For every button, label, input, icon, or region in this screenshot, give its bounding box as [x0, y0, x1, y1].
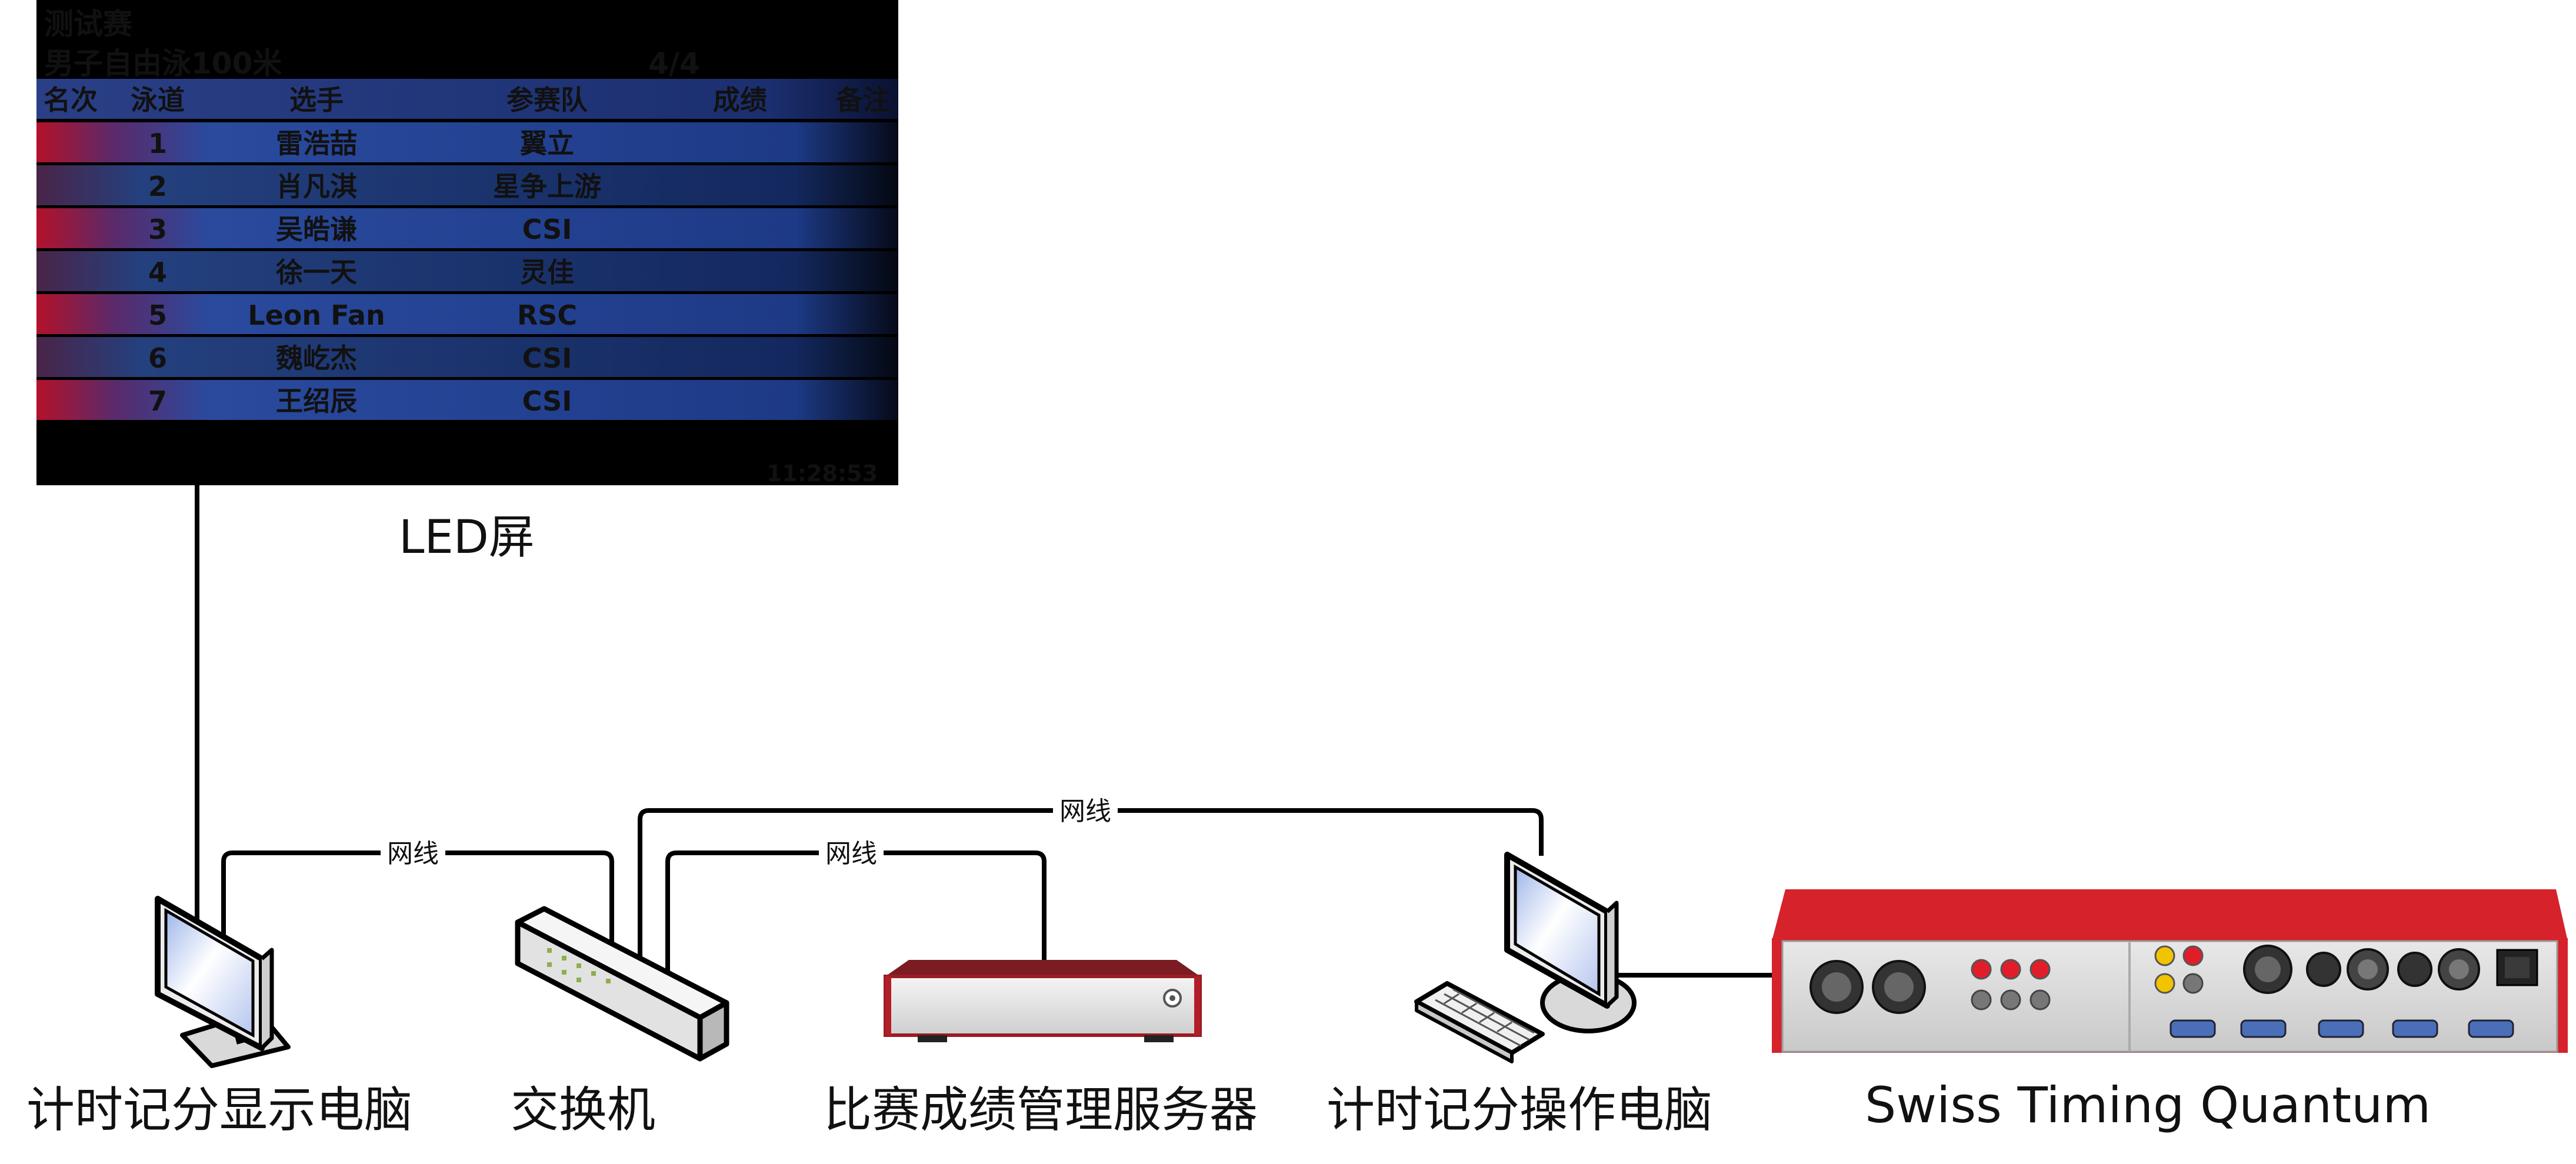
- row-athlete: 王绍辰: [276, 385, 357, 417]
- cable-label-text: 网线: [825, 839, 877, 869]
- header-athlete: 选手: [289, 84, 344, 116]
- display-pc-monitor-icon: [155, 896, 291, 1068]
- table-row: 2 肖凡淇 星争上游: [36, 165, 898, 205]
- row-lane: 1: [148, 128, 167, 159]
- table-row: 4 徐一天 灵佳: [36, 251, 898, 291]
- row-team: RSC: [517, 299, 577, 331]
- cable-label: 网线: [381, 838, 445, 869]
- cable-label: 网线: [1053, 796, 1118, 826]
- led-screen-label: LED屏: [399, 511, 535, 564]
- row-lane: 4: [148, 256, 167, 288]
- row-lane: 6: [148, 342, 167, 374]
- row-athlete: 魏屹杰: [276, 342, 357, 374]
- row-team: 翼立: [520, 128, 574, 159]
- table-row: 6 魏屹杰 CSI: [36, 337, 898, 377]
- row-team: CSI: [522, 342, 572, 374]
- keyboard-icon: [1414, 981, 1545, 1063]
- cable-switch-to-operator-pc: [638, 808, 1544, 976]
- table-row: 7 王绍辰 CSI: [36, 380, 898, 420]
- server-icon: [884, 960, 1202, 1042]
- quantum-label: Swiss Timing Quantum: [1865, 1076, 2431, 1134]
- row-team: CSI: [522, 385, 572, 417]
- quantum-device-icon: [1772, 889, 2568, 1053]
- heat-number: 4/4: [648, 46, 700, 81]
- row-team: 灵佳: [520, 256, 574, 288]
- event-title: 测试赛: [44, 7, 133, 41]
- race-title: 男子自由泳100米: [44, 46, 282, 81]
- table-row: 3 吴皓谦 CSI: [36, 208, 898, 248]
- table-row: 5 Leon Fan RSC: [36, 294, 898, 334]
- row-athlete: Leon Fan: [248, 299, 385, 331]
- header-rank: 名次: [44, 84, 98, 116]
- header-notes: 备注: [836, 84, 890, 116]
- row-team: 星争上游: [493, 171, 601, 202]
- header-lane: 泳道: [131, 84, 185, 116]
- cable-label: 网线: [819, 838, 884, 869]
- header-team: 参赛队: [506, 84, 588, 116]
- switch-label: 交换机: [511, 1082, 655, 1138]
- row-athlete: 肖凡淇: [276, 171, 357, 202]
- row-lane: 2: [148, 171, 167, 202]
- table-row: 1 雷浩喆 翼立: [36, 122, 898, 162]
- row-team: CSI: [522, 214, 572, 245]
- row-lane: 5: [148, 299, 167, 331]
- scoreboard-clock: 11:28:53: [767, 461, 878, 486]
- row-athlete: 徐一天: [275, 256, 357, 288]
- led-scoreboard: 测试赛 男子自由泳100米 4/4 名次 泳道 选手 参赛队 成绩 备注 1 雷…: [36, 0, 898, 486]
- operator-pc-label: 计时记分操作电脑: [1327, 1082, 1712, 1138]
- header-row-bg: [36, 79, 898, 119]
- row-lane: 3: [148, 214, 167, 245]
- row-lane: 7: [148, 385, 167, 417]
- header-result: 成绩: [713, 84, 767, 116]
- display-pc-label: 计时记分显示电脑: [26, 1082, 412, 1138]
- cable-label-text: 网线: [387, 839, 439, 869]
- operator-pc-icon: [1414, 852, 1637, 1063]
- cable-label-text: 网线: [1059, 796, 1111, 826]
- switch-icon: [515, 906, 729, 1062]
- row-athlete: 雷浩喆: [276, 128, 357, 159]
- server-label: 比赛成绩管理服务器: [824, 1082, 1258, 1138]
- row-athlete: 吴皓谦: [276, 214, 357, 245]
